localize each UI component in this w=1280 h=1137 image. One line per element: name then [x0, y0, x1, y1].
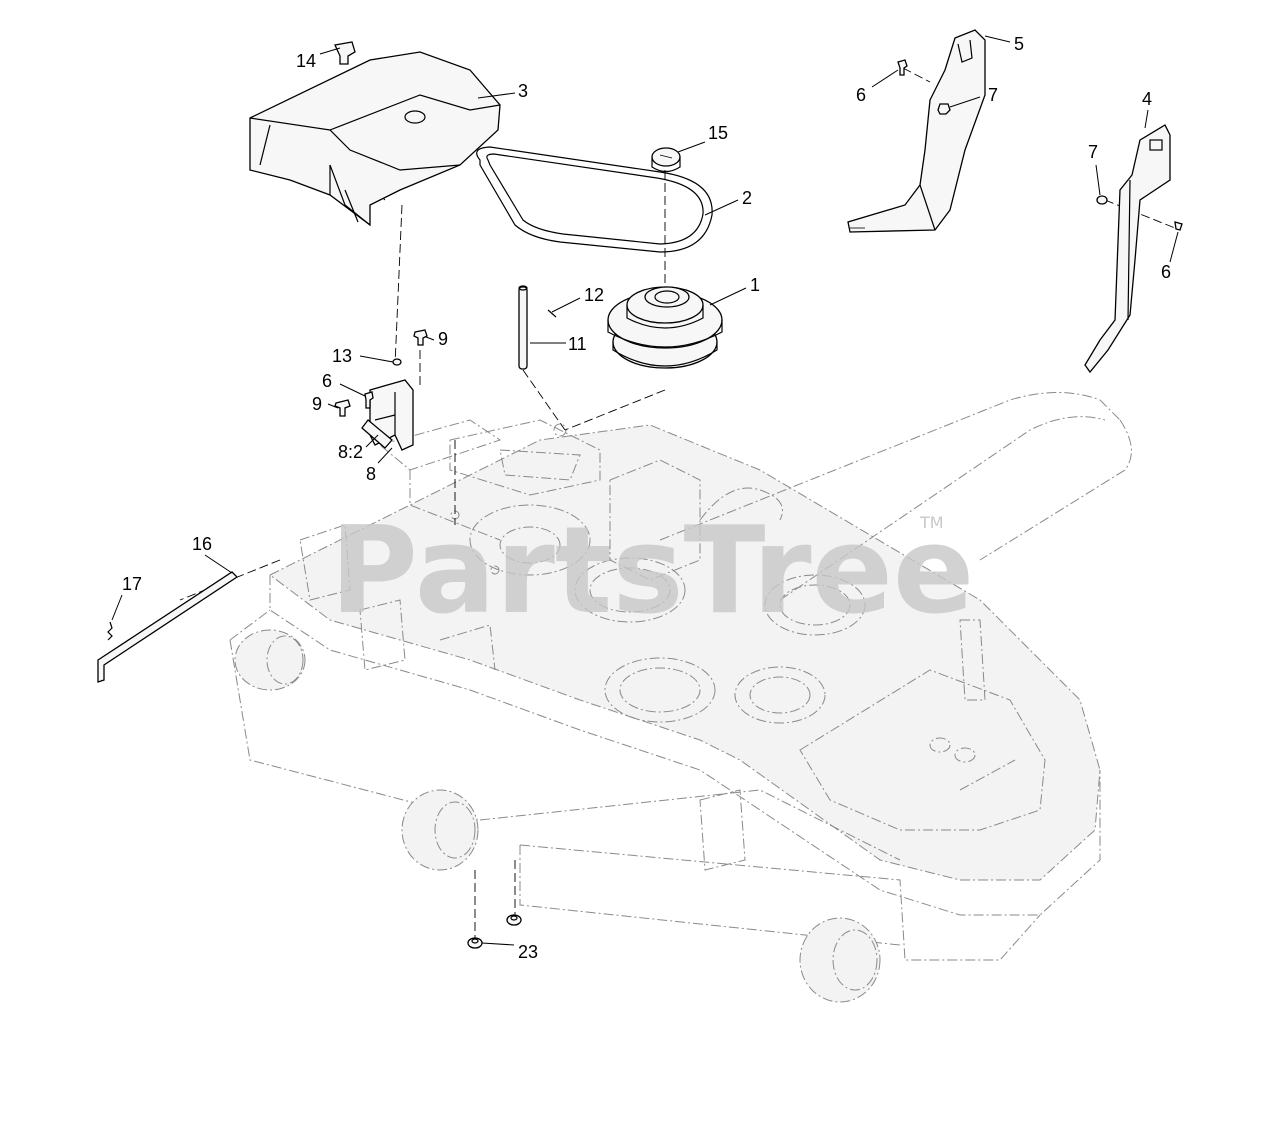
locknut-part-23-front	[467, 937, 483, 949]
callout-7-upper-right: 7	[988, 85, 998, 105]
callout-14: 14	[296, 51, 316, 71]
bolt-part-6-left	[364, 391, 374, 409]
bracket-part-8	[361, 379, 414, 451]
callout-11: 11	[568, 334, 587, 354]
callout-9-left: 9	[312, 394, 322, 414]
bolt-part-6-right-top	[897, 59, 908, 76]
callout-2: 2	[742, 188, 752, 208]
clip-part-14	[334, 41, 356, 65]
leader-lines	[111, 35, 1179, 946]
nut-part-7-far-right	[1096, 195, 1108, 205]
callout-labels: 1 2 3 4 5 6 6 6 7 7 8 8:2 9 9 11 12 13 1…	[122, 34, 1171, 962]
nut-part-7-right-top	[937, 103, 951, 115]
callout-6-far-right: 6	[1161, 262, 1171, 282]
screw-part-9-upper	[413, 329, 428, 346]
bracket-part-5	[847, 29, 986, 233]
v-belt-part-2	[476, 146, 713, 253]
callout-17: 17	[122, 574, 142, 594]
callout-4: 4	[1142, 89, 1152, 109]
screw-part-9-left	[334, 399, 351, 417]
locknut-part-23-rear	[506, 914, 522, 926]
callout-6-upper-right: 6	[856, 85, 866, 105]
pulley-part-1	[607, 286, 723, 369]
callout-12: 12	[584, 285, 604, 305]
watermark-tm: TM	[919, 513, 944, 532]
watermark: PartsTree TM	[330, 502, 974, 641]
callout-8-2: 8:2	[338, 442, 363, 462]
dust-cap-part-15	[651, 147, 681, 173]
callout-5: 5	[1014, 34, 1024, 54]
mower-deck-phantom	[229, 392, 1132, 1003]
callout-16: 16	[192, 534, 212, 554]
spring-pin-part-17	[107, 621, 113, 641]
nut-part-13	[392, 358, 402, 366]
callout-6-left: 6	[322, 371, 332, 391]
callout-23: 23	[518, 942, 538, 962]
callout-13: 13	[332, 346, 352, 366]
callout-9-upper: 9	[438, 329, 448, 349]
shaft-part-11	[518, 285, 528, 370]
bolt-part-6-far-right	[1174, 221, 1183, 231]
callout-1: 1	[750, 275, 760, 295]
belt-cover-part-3	[249, 51, 501, 227]
callout-7-far-right: 7	[1088, 142, 1098, 162]
callout-3: 3	[518, 81, 528, 101]
rod-part-16	[97, 571, 239, 683]
watermark-text: PartsTree	[330, 502, 974, 641]
bracket-part-4	[1084, 124, 1171, 374]
callout-8: 8	[366, 464, 376, 484]
callout-15: 15	[708, 123, 728, 143]
pin-part-12	[547, 309, 557, 318]
